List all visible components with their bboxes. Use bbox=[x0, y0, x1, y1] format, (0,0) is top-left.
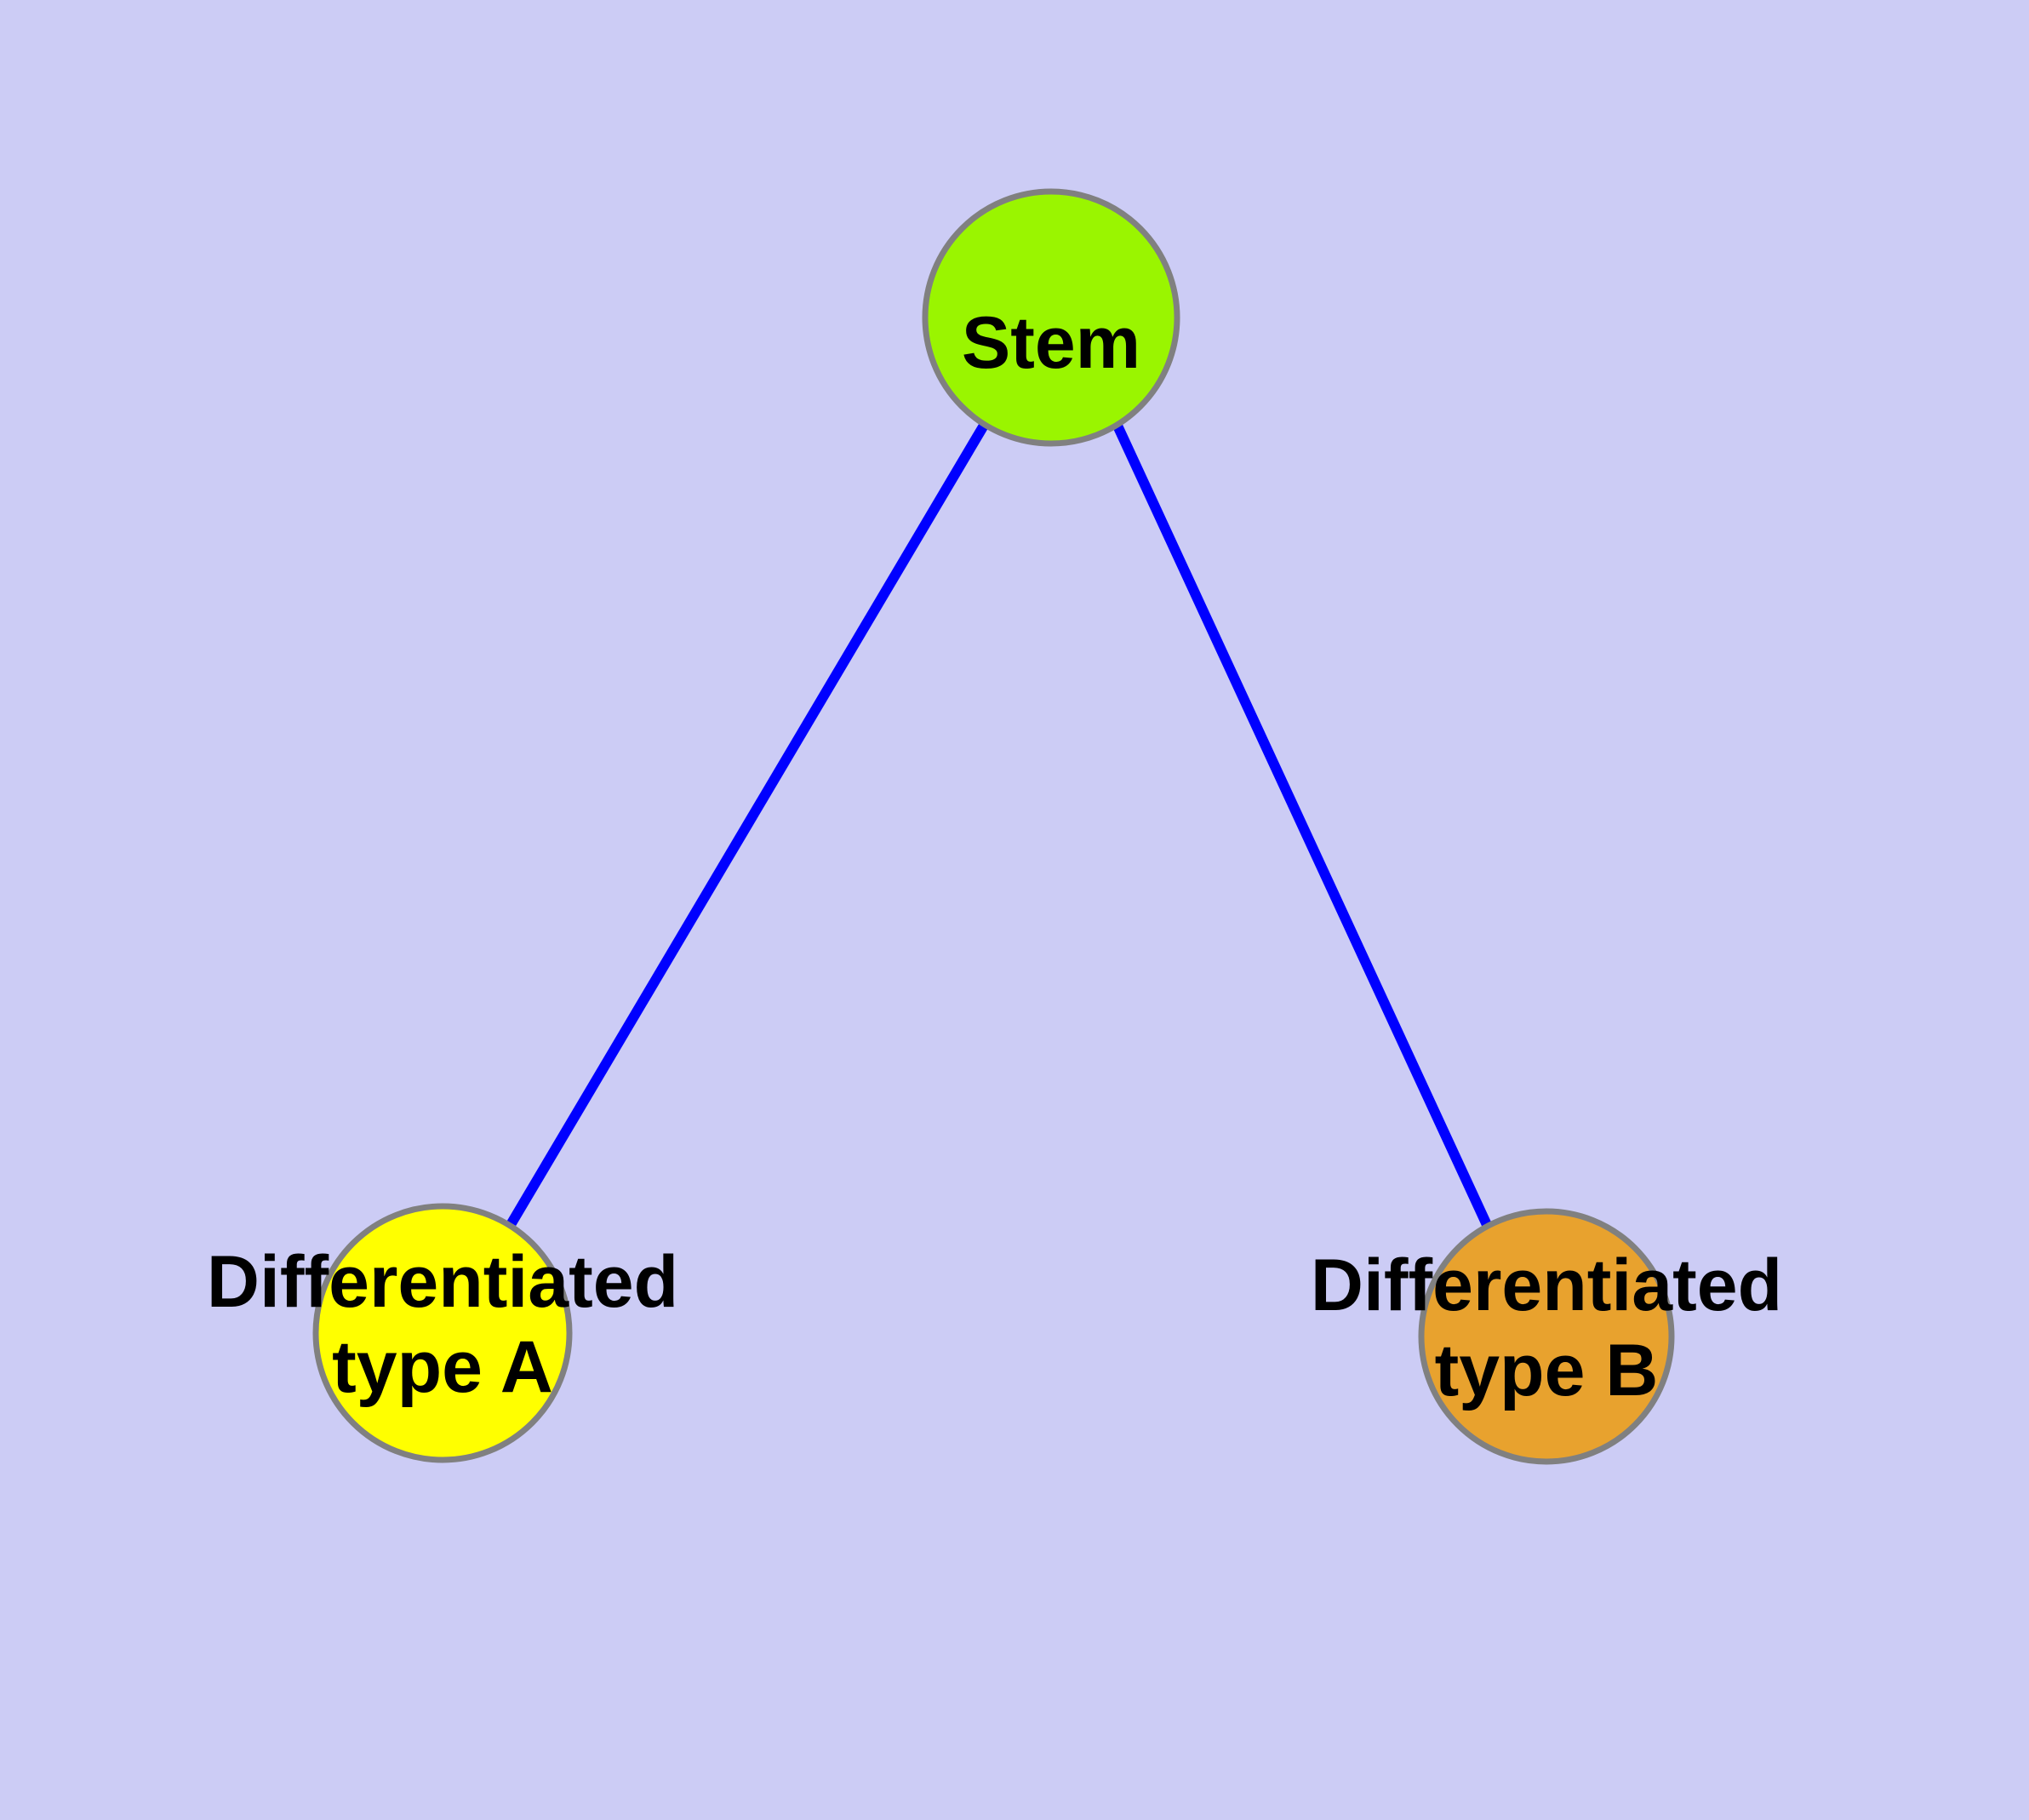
node-stem[interactable]: Stem bbox=[922, 188, 1180, 447]
edge-stem-to-differentiated-type-b[interactable] bbox=[1112, 423, 1493, 1229]
edges-group bbox=[506, 421, 1493, 1229]
node-stem-circle[interactable] bbox=[922, 188, 1180, 447]
node-differentiated-type-a-circle[interactable] bbox=[312, 1203, 573, 1463]
node-differentiated-type-b-circle[interactable] bbox=[1418, 1208, 1675, 1465]
edge-stem-to-differentiated-type-a[interactable] bbox=[506, 421, 990, 1227]
node-stem-label: Stem bbox=[962, 302, 1140, 384]
